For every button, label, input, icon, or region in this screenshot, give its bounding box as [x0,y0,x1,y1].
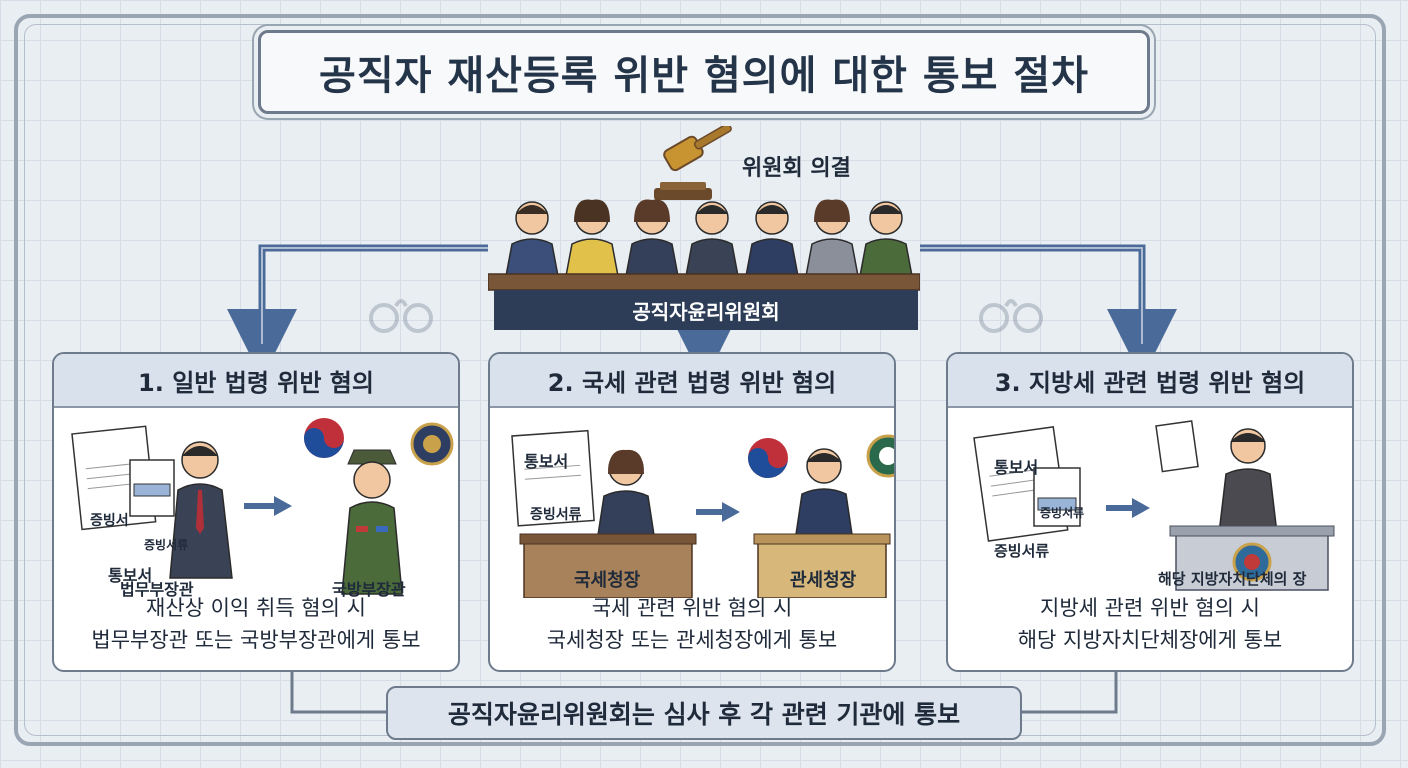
doc-sub: 증빙서 [90,513,129,529]
emblem-icon [866,434,894,478]
arrow-right-icon [696,502,740,522]
page-title: 공직자 재산등록 위반 혐의에 대한 통보 절차 [319,53,1089,99]
arrow-right-icon [244,496,292,516]
desk-plate-1: 국세청장 [574,570,641,591]
to-label: 해당 지방자치단체의 장 [1158,570,1307,588]
doc-tag: 증빙서류 [144,538,189,552]
to-label: 국방부장관 [332,580,406,599]
footer-summary: 공직자윤리위원회는 심사 후 각 관련 기관에 통보 [386,686,1022,740]
desk-plate-2: 관세청장 [790,570,857,591]
panel-1-art [71,418,454,595]
desk-national-tax [523,541,693,598]
panel-caption: 재산상 이익 취득 혐의 시 법무부장관 또는 국방부장관에게 통보 [54,592,458,656]
document-icon [1155,420,1199,473]
panel-3-art [973,420,1335,591]
panel-local-tax: 3. 지방세 관련 법령 위반 혐의 통 [946,352,1354,672]
mayor-figure [1217,428,1279,543]
doc-tag: 증빙서류 [1040,506,1085,520]
general-figure [341,449,403,595]
caption-line-2: 국세청장 또는 관세청장에게 통보 [546,628,838,652]
panel-illustration: 통보서 증빙서류 국세청장 관세청장 [490,408,894,598]
emblem-icon [1232,542,1272,582]
arrow-right-icon [1106,498,1150,518]
doc-title: 통보서 [994,458,1039,477]
doc-sub: 증빙서류 [994,542,1050,560]
caption-line-1: 지방세 관련 위반 혐의 시 [1040,596,1260,620]
doc-title: 통보서 [524,452,569,471]
panel-heading: 3. 지방세 관련 법령 위반 혐의 [948,354,1352,408]
minister-figure [169,441,233,579]
caption-line-2: 법무부장관 또는 국방부장관에게 통보 [91,628,421,652]
gavel-icon [654,126,732,200]
panel-heading: 2. 국세 관련 법령 위반 혐의 [490,354,894,408]
document-icon [129,459,175,517]
panel-general-law: 1. 일반 법령 위반 혐의 [52,352,460,672]
committee-name: 공직자윤리위원회 [494,290,918,330]
panel-heading: 1. 일반 법령 위반 혐의 [54,354,458,408]
taegeuk-icon [748,438,788,478]
panel-national-tax: 2. 국세 관련 법령 위반 혐의 [488,352,896,672]
panel-caption: 국세 관련 위반 혐의 시 국세청장 또는 관세청장에게 통보 [490,592,894,656]
document-icon [511,429,595,527]
document-icon [1033,467,1081,527]
caption-line-1: 재산상 이익 취득 혐의 시 [146,596,366,620]
committee-members [505,199,913,277]
customs-figure [793,448,855,549]
panel-illustration: 통보서 증빙서류 증빙서류 해당 지방자치단체의 장 [948,408,1352,598]
panel-2-art [511,429,894,598]
caption-line-1: 국세 관련 위반 혐의 시 [591,596,793,620]
from-label: 법무부장관 [120,580,194,599]
title-banner: 공직자 재산등록 위반 혐의에 대한 통보 절차 [258,30,1150,114]
panel-caption: 지방세 관련 위반 혐의 시 해당 지방자치단체장에게 통보 [948,592,1352,656]
emblem-icon [410,422,454,466]
desk-customs [757,541,887,598]
doc-sub: 증빙서류 [530,507,582,523]
commissioner-figure [595,449,657,549]
doc-title: 통보서 [108,566,153,585]
taegeuk-icon [304,418,344,458]
decision-label: 위원회 의결 [742,156,851,181]
outer-frame [14,14,1386,746]
caption-line-2: 해당 지방자치단체장에게 통보 [1017,628,1283,652]
panel-illustration: 통보서 증빙서류 증빙서 법무부장관 국방부장관 [54,408,458,599]
